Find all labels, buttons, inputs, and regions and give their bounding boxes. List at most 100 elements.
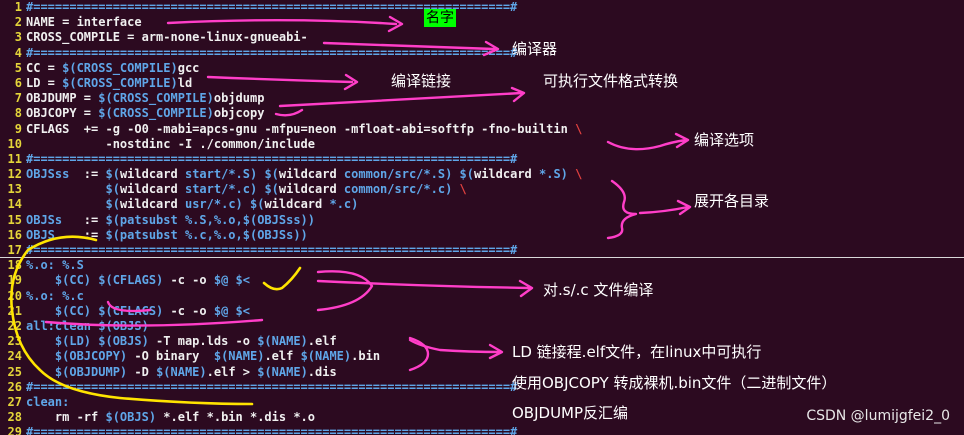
code-token: objcopy: [213, 106, 265, 121]
code-token: .elf: [264, 349, 301, 364]
code-line[interactable]: OBJS := $(patsubst %.c,%.o,$(OBJSs)): [26, 228, 582, 243]
code-line[interactable]: clean:: [26, 395, 582, 410]
code-token: %.o: %.S: [26, 258, 84, 273]
code-token: *.S): [539, 167, 568, 182]
code-token: OBJSs: [26, 212, 63, 227]
line-number: 19: [7, 273, 22, 288]
code-token: wildcard: [473, 167, 539, 182]
annotation-ld-elf: LD 链接程.elf文件，在linux中可执行: [512, 343, 762, 361]
code-token: OBJSss: [26, 167, 70, 182]
makefile-code[interactable]: #=======================================…: [26, 0, 582, 435]
code-line[interactable]: #=======================================…: [26, 0, 582, 15]
code-line[interactable]: %.o: %.c: [26, 289, 582, 304]
code-token: OBJS: [26, 227, 55, 242]
code-token: [26, 334, 55, 348]
code-token: $(CROSS_COMPILE): [98, 91, 214, 106]
code-token: $(LD) $(OBJS): [54, 334, 149, 349]
code-token: #=======================================…: [26, 45, 518, 60]
code-token: $(CC) $(CFLAGS): [54, 273, 164, 288]
code-line[interactable]: $(wildcard start/*.c) $(wildcard common/…: [26, 182, 582, 197]
code-token: ld: [177, 75, 193, 90]
code-line[interactable]: OBJCOPY = $(CROSS_COMPILE)objcopy: [26, 106, 582, 121]
line-number: 11: [7, 151, 22, 166]
code-token: [26, 273, 55, 287]
code-token: %.o: %.c: [26, 288, 84, 303]
line-number: 18: [7, 258, 22, 273]
code-token: $(OBJDUMP): [54, 364, 128, 379]
code-token: common/src/*.S) $(: [343, 167, 474, 182]
code-token: -D: [127, 364, 157, 379]
line-number: 22: [7, 318, 22, 333]
code-line[interactable]: CC = $(CROSS_COMPILE)gcc: [26, 61, 582, 76]
code-token: [26, 197, 105, 211]
code-line[interactable]: #=======================================…: [26, 380, 582, 395]
code-line[interactable]: %.o: %.S: [26, 258, 582, 273]
code-line[interactable]: rm -rf $(OBJS) *.elf *.bin *.dis *.o: [26, 410, 582, 425]
code-token: OBJCOPY =: [26, 106, 99, 121]
code-line[interactable]: all:clean $(OBJS): [26, 319, 582, 334]
window-split-divider: [0, 257, 964, 258]
line-number: 1: [14, 0, 22, 14]
code-token: NAME = interface: [26, 15, 142, 30]
code-line[interactable]: OBJSss := $(wildcard start/*.S) $(wildca…: [26, 167, 582, 182]
code-line[interactable]: LD = $(CROSS_COMPILE)ld: [26, 76, 582, 91]
code-token: .elf: [307, 334, 337, 349]
code-token: -c -o: [163, 273, 214, 288]
code-token: usr/*.c) $(: [184, 197, 265, 212]
line-number: 2: [14, 15, 22, 30]
line-number: 15: [7, 212, 22, 227]
code-token: $(OBJS): [105, 410, 157, 425]
code-token: :=: [54, 227, 106, 242]
code-line[interactable]: #=======================================…: [26, 425, 582, 435]
code-line[interactable]: #=======================================…: [26, 152, 582, 167]
code-line[interactable]: #=======================================…: [26, 46, 582, 61]
code-token: OBJDUMP =: [26, 91, 99, 106]
code-line[interactable]: CFLAGS += -g -O0 -mabi=apcs-gnu -mfpu=ne…: [26, 122, 582, 137]
code-line[interactable]: -nostdinc -I ./common/include: [26, 137, 582, 152]
code-line[interactable]: NAME = interface: [26, 15, 582, 30]
code-line[interactable]: $(OBJDUMP) -D $(NAME).elf > $(NAME).dis: [26, 365, 582, 380]
code-token: $@ $<: [213, 303, 250, 318]
code-token: .elf >: [206, 364, 258, 379]
code-line[interactable]: #=======================================…: [26, 243, 582, 258]
code-token: wildcard: [119, 167, 185, 182]
code-token: all:clean $(OBJS): [26, 318, 149, 333]
code-line[interactable]: $(wildcard usr/*.c) $(wildcard *.c): [26, 197, 582, 212]
code-line[interactable]: $(LD) $(OBJS) -T map.lds -o $(NAME).elf: [26, 334, 582, 349]
annotation-linker: 编译链接: [391, 72, 452, 90]
line-number: 29: [7, 425, 22, 435]
code-token: [26, 349, 55, 363]
line-number: 12: [7, 167, 22, 182]
annotation-objcopy-bin: 使用OBJCOPY 转成裸机.bin文件（二进制文件）: [512, 374, 837, 392]
annotation-objdump: OBJDUMP反汇编: [512, 404, 629, 422]
code-token: $(NAME): [257, 334, 308, 349]
line-number: 16: [7, 227, 22, 242]
code-line[interactable]: OBJDUMP = $(CROSS_COMPILE)objdump: [26, 91, 582, 106]
code-token: wildcard: [119, 182, 185, 197]
line-number: 17: [7, 243, 22, 257]
line-number: 13: [7, 182, 22, 197]
code-token: rm -rf: [26, 410, 106, 425]
code-token: #=======================================…: [26, 379, 518, 394]
code-token: $(patsubst %.S,%.o,$(OBJSss)): [105, 212, 315, 227]
code-token: $(CROSS_COMPILE): [62, 75, 178, 90]
code-token: [452, 182, 459, 196]
line-number: 28: [7, 410, 22, 425]
code-token: \: [575, 121, 583, 136]
code-line[interactable]: CROSS_COMPILE = arm-none-linux-gnueabi-: [26, 30, 582, 45]
line-number: 3: [14, 30, 22, 45]
code-token: $(NAME): [156, 364, 207, 379]
code-token: start/*.c) $(: [184, 182, 279, 197]
line-number: 21: [7, 303, 22, 318]
code-line[interactable]: $(OBJCOPY) -O binary $(NAME).elf $(NAME)…: [26, 349, 582, 364]
code-line[interactable]: $(CC) $(CFLAGS) -c -o $@ $<: [26, 273, 582, 288]
code-token: .dis: [307, 364, 337, 379]
code-line[interactable]: OBJSs := $(patsubst %.S,%.o,$(OBJSss)): [26, 213, 582, 228]
code-token: objdump: [213, 91, 265, 106]
code-token: -c -o: [163, 303, 214, 318]
code-line[interactable]: $(CC) $(CFLAGS) -c -o $@ $<: [26, 304, 582, 319]
line-number: 27: [7, 394, 22, 409]
code-token: $(CROSS_COMPILE): [98, 106, 214, 121]
